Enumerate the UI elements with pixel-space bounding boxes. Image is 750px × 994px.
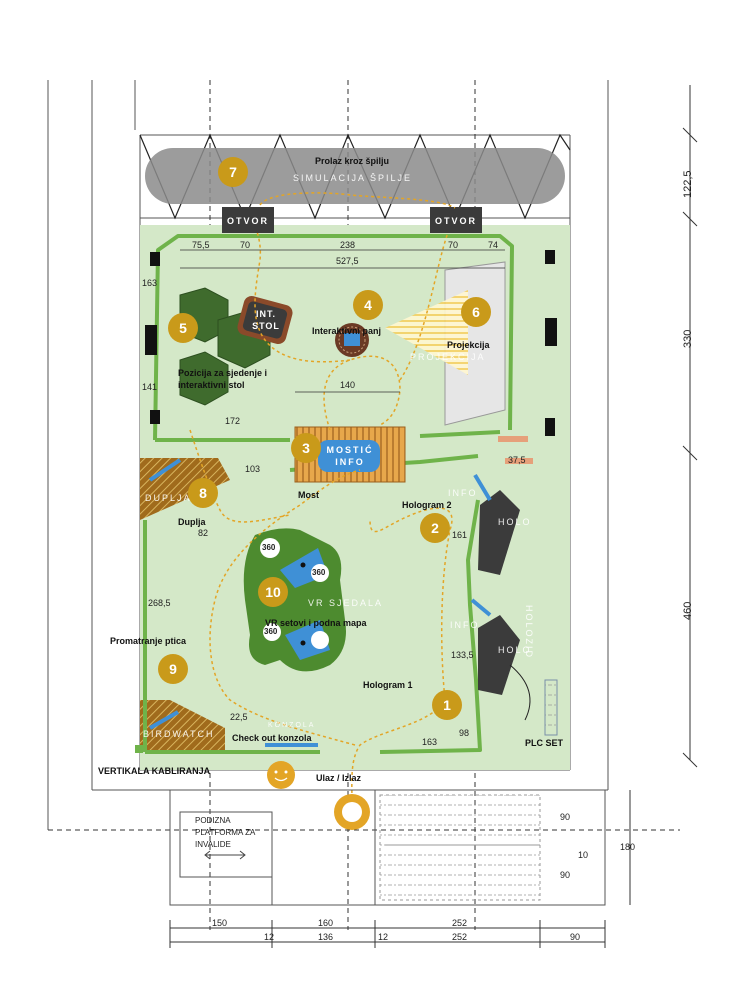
- dim-74: 74: [488, 240, 499, 250]
- label-bridge: Most: [298, 490, 319, 500]
- projection-beam: [385, 290, 468, 375]
- label-hologram2: Hologram 2: [402, 500, 452, 510]
- label-holo-lower: HOLO: [498, 645, 532, 655]
- dim-70a: 70: [240, 240, 251, 250]
- badge-5: 5: [168, 313, 198, 343]
- dim-75: 75,5: [192, 240, 210, 250]
- dim-right-460: 460: [682, 601, 694, 620]
- dim-225: 22,5: [230, 712, 248, 722]
- dim-right-1225: 122,5: [682, 170, 694, 198]
- top-dimensions: [180, 249, 505, 393]
- label-birdwatch: BIRDWATCH: [143, 729, 215, 739]
- vr-area: [243, 528, 346, 672]
- dim-527: 527,5: [336, 256, 359, 266]
- label-platform: PODIZNA PLATFORMA ZA INVALIDE: [195, 816, 255, 849]
- bottom-dimensions: [169, 920, 606, 948]
- badge-3: 3: [291, 433, 321, 463]
- label-projection-faint: PROJEKCIJA: [410, 352, 486, 362]
- dim-bottom-90: 90: [570, 932, 581, 942]
- label-vr360-a: 360: [262, 543, 276, 552]
- dim-bottom-12a: 12: [264, 932, 275, 942]
- label-bridge-info: MOSTIĆ INFO: [326, 445, 374, 467]
- dim-141: 141: [142, 382, 158, 392]
- label-checkout: Check out konzola: [232, 733, 312, 743]
- label-vr360-c: 360: [264, 627, 278, 636]
- dim-82: 82: [198, 528, 209, 538]
- label-hologram1: Hologram 1: [363, 680, 413, 690]
- badge-9: 9: [158, 654, 188, 684]
- dim-375: 37,5: [508, 455, 526, 465]
- dim-161: 161: [452, 530, 468, 540]
- badge-8: 8: [188, 478, 218, 508]
- label-seating: Pozicija za sjedenje i interaktivni stol: [178, 368, 268, 390]
- dim-163b: 163: [422, 737, 438, 747]
- label-birdwatching: Promatranje ptica: [110, 636, 187, 646]
- bridge-info-panel: [318, 440, 380, 472]
- dim-bottom-150: 150: [212, 918, 228, 928]
- label-table: INT. STOL: [252, 309, 280, 331]
- label-holozid: HOLOZID: [524, 605, 534, 660]
- label-cabling: VERTIKALA KABLIRANJA: [98, 766, 211, 776]
- dim-140: 140: [340, 380, 356, 390]
- label-duplja-area: DUPLJA: [145, 493, 192, 503]
- label-holo-upper: HOLO: [498, 517, 532, 527]
- badge-7: 7: [218, 157, 248, 187]
- green-walls: [143, 234, 514, 754]
- dim-bottom-136: 136: [318, 932, 334, 942]
- label-info-lower: INFO: [450, 620, 480, 630]
- side-blocks: [145, 250, 557, 436]
- label-opening-right: OTVOR: [430, 209, 482, 233]
- dim-238: 238: [340, 240, 356, 250]
- label-duplja: Duplja: [178, 517, 206, 527]
- right-dimensions: [629, 85, 698, 905]
- badge-2: 2: [420, 513, 450, 543]
- dim-268: 268,5: [148, 598, 171, 608]
- label-cave-sub: SIMULACIJA ŠPILJE: [293, 173, 413, 183]
- label-opening-left: OTVOR: [222, 209, 274, 233]
- cave-simulation-area: [145, 148, 565, 204]
- dim-bottom-252a: 252: [452, 918, 468, 928]
- visitor-path: [189, 192, 456, 806]
- hologram-panels: [148, 436, 558, 747]
- badge-4: 4: [353, 290, 383, 320]
- label-info-upper: INFO: [448, 488, 478, 498]
- dim-side-90a: 90: [560, 812, 571, 822]
- birdwatch-area: [140, 700, 225, 752]
- dim-side-180: 180: [620, 842, 636, 852]
- entrance-markers: [135, 745, 370, 830]
- dim-163l: 163: [142, 278, 158, 288]
- label-konzola: KONZOLA: [268, 722, 316, 729]
- label-stump: Interaktivni panj: [312, 326, 382, 336]
- interactive-table: [237, 296, 293, 344]
- label-entrance: Ulaz / Izlaz: [316, 773, 362, 783]
- dim-bottom-12b: 12: [378, 932, 389, 942]
- label-vr: VR setovi i podna mapa: [265, 618, 367, 628]
- dim-133: 133,5: [451, 650, 474, 660]
- label-cave-title: Prolaz kroz špilju: [315, 156, 390, 166]
- dim-98: 98: [459, 728, 470, 738]
- badge-6: 6: [461, 297, 491, 327]
- dim-right-330: 330: [682, 329, 694, 348]
- dim-103: 103: [245, 464, 261, 474]
- badge-10: 10: [258, 577, 288, 607]
- dim-172: 172: [225, 416, 241, 426]
- dim-side-90b: 90: [560, 870, 571, 880]
- label-vr360-b: 360: [312, 568, 326, 577]
- label-plc: PLC SET: [525, 738, 564, 748]
- dim-bottom-160: 160: [318, 918, 334, 928]
- lower-floor: [169, 789, 606, 906]
- label-vr-seats: VR SJEDALA: [308, 598, 384, 608]
- dim-bottom-10: 10: [578, 850, 589, 860]
- label-projection: Projekcija: [447, 340, 490, 350]
- badge-1: 1: [432, 690, 462, 720]
- dim-70b: 70: [448, 240, 459, 250]
- interactive-stump: [335, 323, 369, 357]
- dim-bottom-252b: 252: [452, 932, 468, 942]
